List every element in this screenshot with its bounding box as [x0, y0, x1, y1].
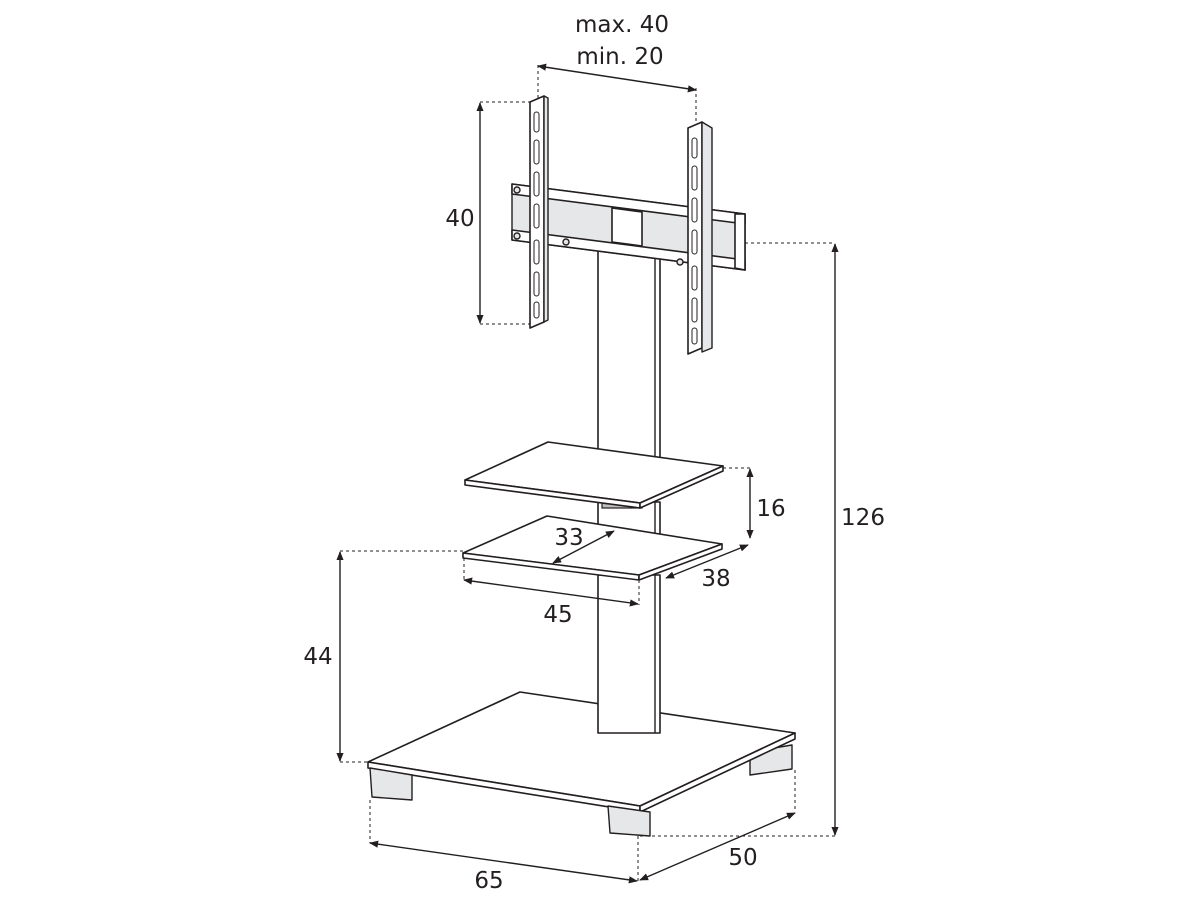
dim-shelf-depth-inner — [552, 530, 615, 564]
label-vesa-width-min: min. 20 — [576, 44, 663, 70]
dim-shelf-width — [463, 558, 640, 607]
column-upper — [597, 249, 661, 463]
dim-base-depth — [639, 770, 796, 881]
label-shelf-width: 45 — [543, 602, 572, 628]
label-base-depth: 50 — [728, 845, 757, 871]
label-shelf-gap: 16 — [756, 496, 785, 522]
label-shelf-depth-inner: 33 — [554, 525, 583, 551]
base-foot-front-right — [607, 805, 651, 837]
dim-shelf-gap — [723, 467, 754, 539]
label-total-height: 126 — [841, 505, 885, 531]
dim-base-width — [369, 800, 639, 884]
dim-vesa-width — [537, 63, 697, 122]
dim-shelf-depth — [665, 544, 749, 579]
dim-vesa-height — [476, 101, 530, 325]
label-shelf-depth: 38 — [701, 566, 730, 592]
label-lower-shelf-height: 44 — [303, 644, 332, 670]
base-foot-front-left — [369, 767, 413, 801]
label-vesa-width-max: max. 40 — [575, 12, 669, 38]
tv-mount-bracket — [511, 95, 746, 355]
dim-lower-shelf-height — [336, 550, 463, 763]
base-plate — [367, 691, 796, 837]
label-vesa-height: 40 — [445, 206, 474, 232]
upper-shelf — [464, 441, 724, 509]
column-lower — [597, 574, 661, 734]
label-base-width: 65 — [474, 868, 503, 894]
